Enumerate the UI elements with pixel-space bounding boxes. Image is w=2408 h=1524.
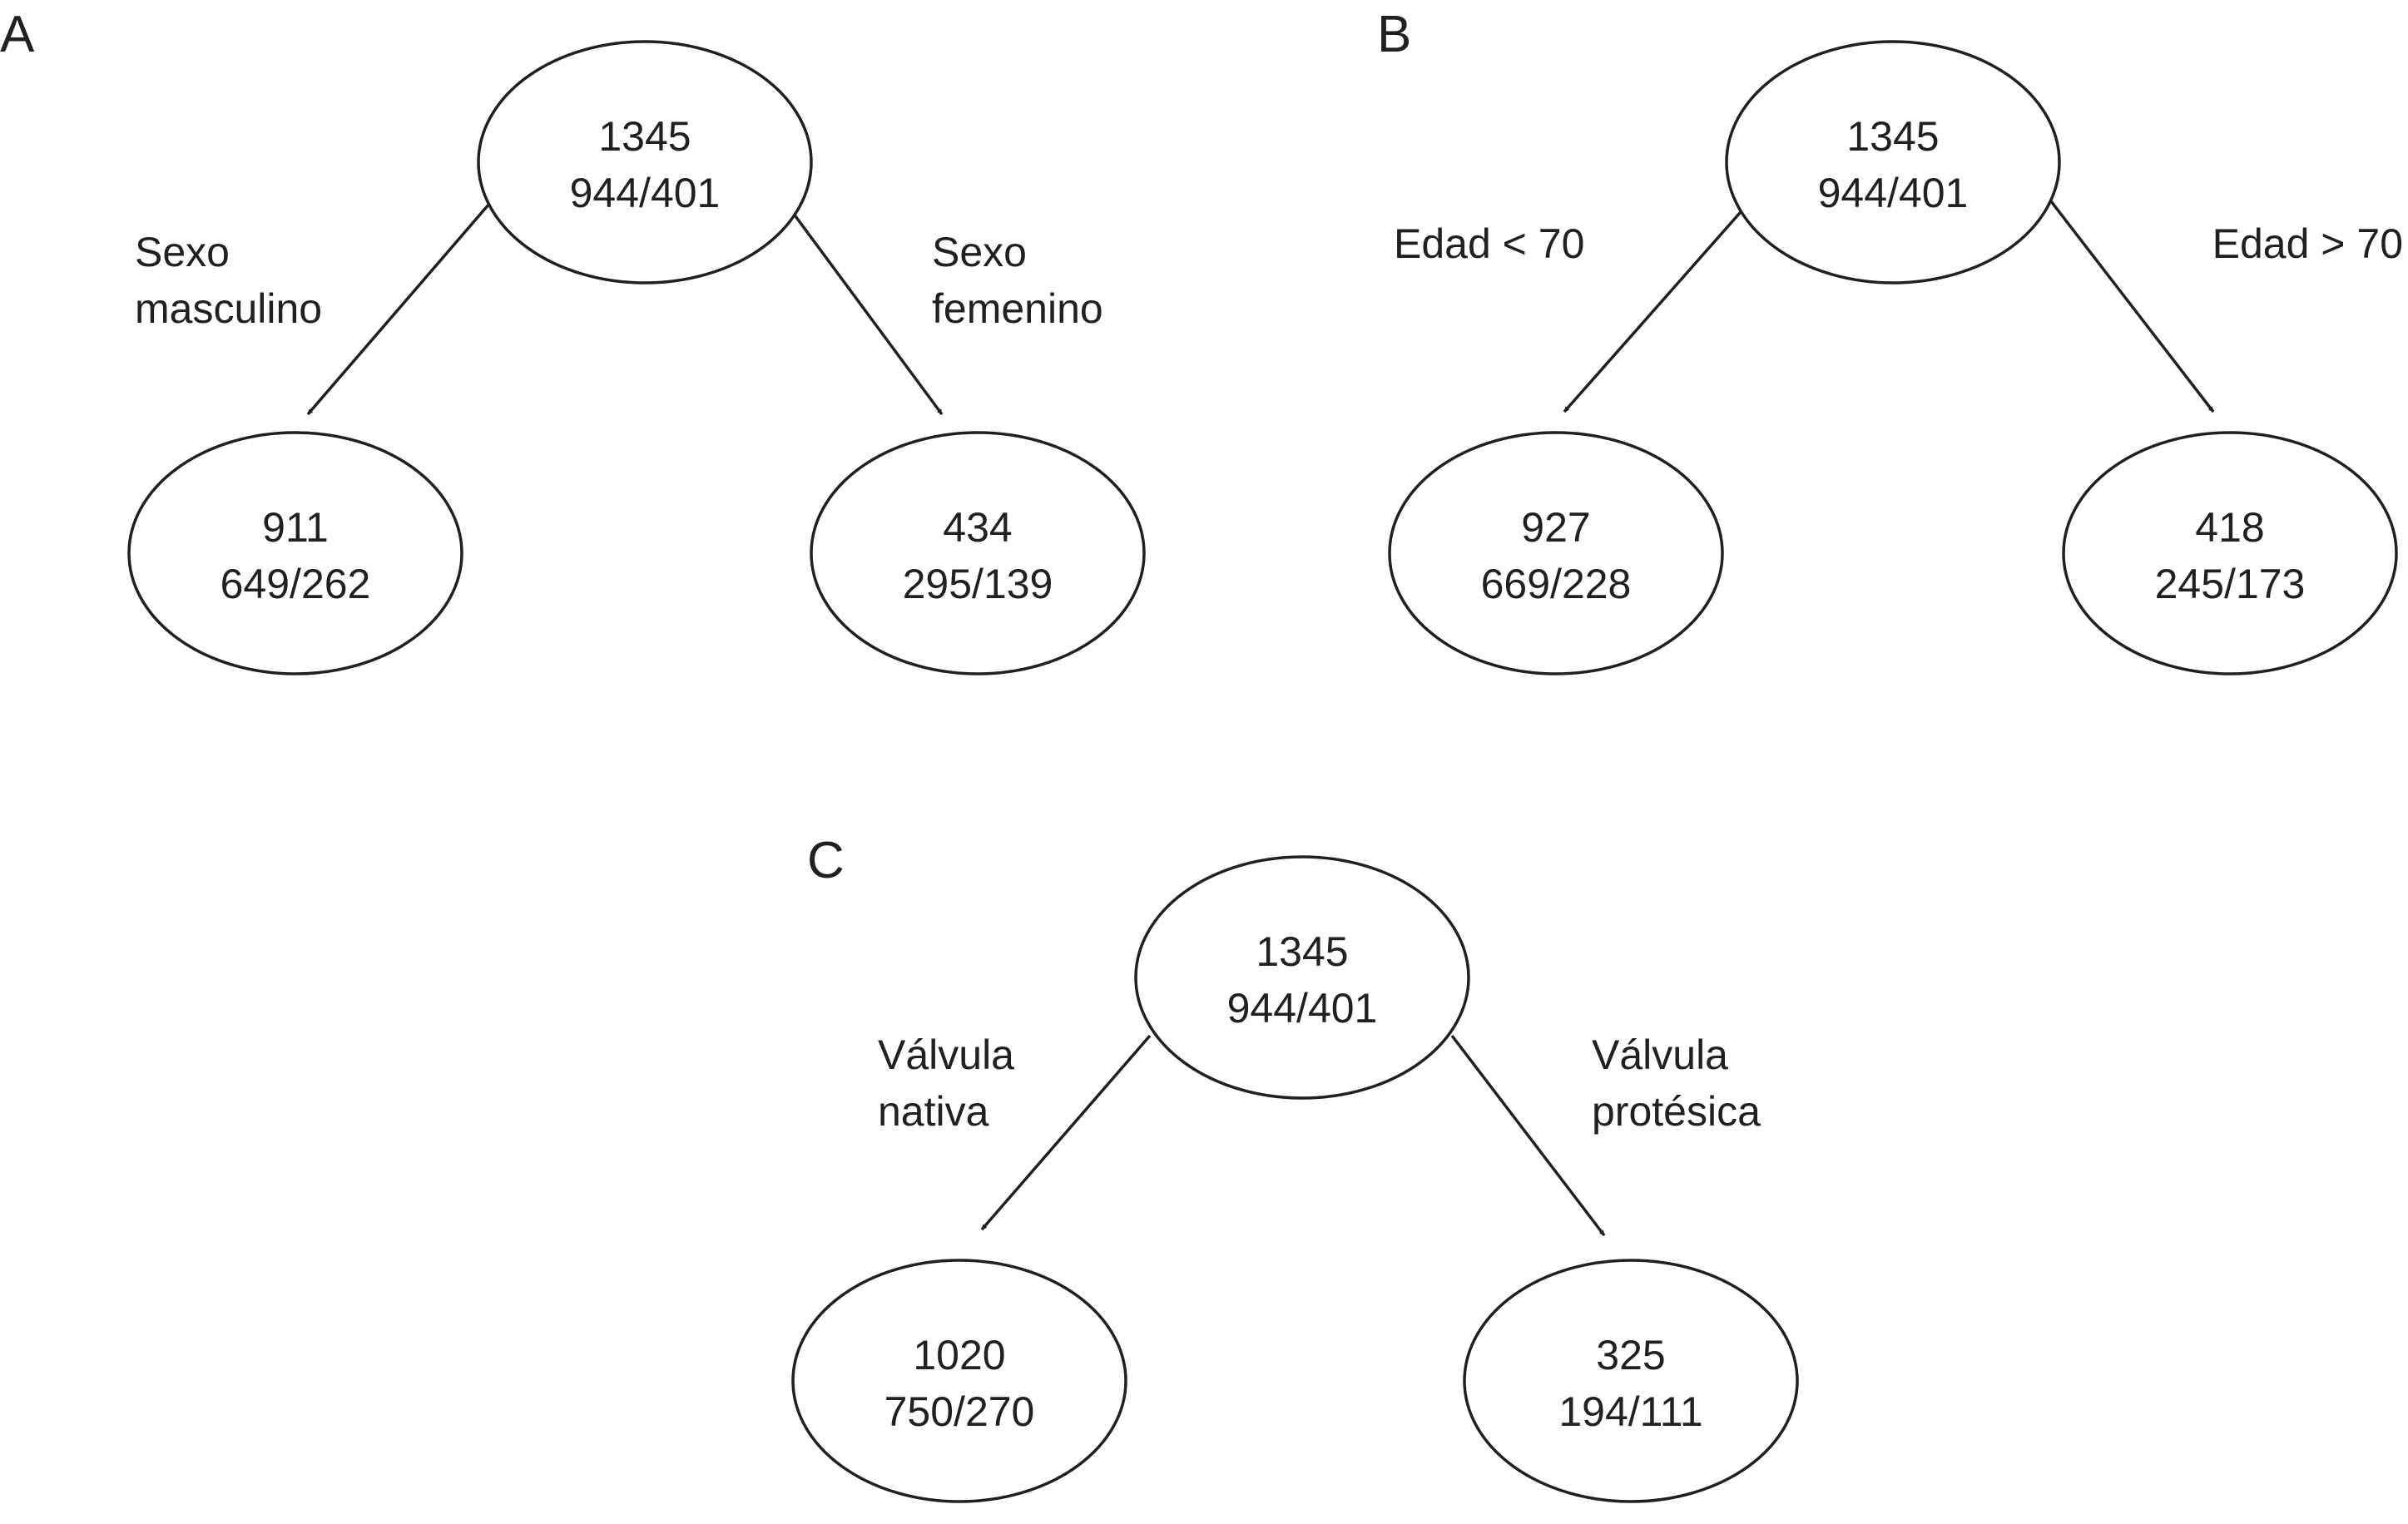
panel-a-root-node-ellipse (477, 40, 813, 285)
panel-a-root-node-split: 944/401 (570, 170, 721, 216)
panel-c-root-node-split: 944/401 (1227, 985, 1378, 1032)
panel-b-left-node: 927 669/228 (1388, 431, 1724, 675)
panel-c-left-arrow (980, 1034, 1152, 1231)
panel-c-left-node-ellipse (791, 1259, 1127, 1503)
panel-b-right-node-total: 418 (2195, 504, 2264, 551)
panel-a-letter: A (0, 6, 35, 63)
panel-a-right-node-ellipse (810, 431, 1146, 675)
panel-a-right-node: 434 295/139 (810, 431, 1146, 675)
panel-a-left-node-ellipse (127, 431, 463, 675)
panel-b-root-node-total: 1345 (1846, 113, 1939, 160)
panel-c-root-node-total: 1345 (1256, 928, 1348, 975)
panel-c-left-node-total: 1020 (913, 1332, 1005, 1378)
panel-b-left-node-ellipse (1388, 431, 1724, 675)
panel-c-right-node-ellipse (1463, 1259, 1799, 1503)
panel-c-letter: C (807, 832, 845, 889)
panel-c-left-node: 1020 750/270 (791, 1259, 1127, 1503)
panel-a-right-node-split: 295/139 (903, 561, 1053, 607)
panel-a-left-node-total: 911 (262, 504, 329, 551)
panel-c-right-arrow (1450, 1034, 1606, 1237)
panel-a-root-node-total: 1345 (598, 113, 691, 160)
panel-c-right-node-split: 194/111 (1558, 1388, 1702, 1435)
panel-b-left-arrow (1563, 205, 1747, 413)
panel-b-right-node-ellipse (2062, 431, 2398, 675)
panel-b-left-node-total: 927 (1521, 504, 1590, 551)
panel-b-right-node: 418 245/173 (2062, 431, 2398, 675)
panel-c: C 1345 944/401 1020 750/270 325 194/111 Válvula… (791, 832, 1799, 1503)
panel-c-root-node-ellipse (1134, 855, 1470, 1100)
panel-b-letter: B (1377, 6, 1411, 63)
panel-b-right-arrow (2049, 200, 2215, 413)
panel-a-left-arrow (306, 202, 491, 416)
panel-b-right-branch-label: Edad > 70 (2212, 220, 2403, 267)
panel-c-root-node: 1345 944/401 (1134, 855, 1470, 1100)
panel-b-right-node-split: 245/173 (2155, 561, 2306, 607)
panel-b-root-node-ellipse (1725, 40, 2061, 285)
panel-a-left-node-split: 649/262 (220, 561, 371, 607)
panel-b-root-node-split: 944/401 (1818, 170, 1969, 216)
panel-a-left-node: 911 649/262 (127, 431, 463, 675)
panel-a-right-node-total: 434 (943, 504, 1012, 551)
panel-c-right-node-total: 325 (1596, 1332, 1665, 1378)
panel-c-left-node-split: 750/270 (884, 1388, 1035, 1435)
panel-b-root-node: 1345 944/401 (1725, 40, 2061, 285)
panel-b-left-branch-label: Edad < 70 (1394, 220, 1584, 267)
panel-a-root-node: 1345 944/401 (477, 40, 813, 285)
panel-b-left-node-split: 669/228 (1481, 561, 1632, 607)
panel-a-right-arrow (785, 202, 944, 416)
panel-b: B 1345 944/401 927 669/228 418 245/173 Edad < 7… (1377, 6, 2403, 675)
panel-c-right-node: 325 194/111 (1463, 1259, 1799, 1503)
